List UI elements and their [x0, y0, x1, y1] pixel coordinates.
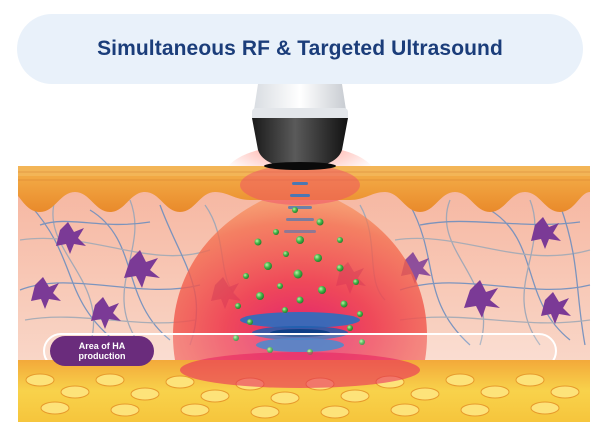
ha-particle-icon [254, 238, 262, 246]
ha-particle-icon [293, 269, 303, 279]
epidermis-layer [18, 166, 590, 212]
fibroblast-cell-icon [31, 277, 61, 309]
fibroblast-cell-icon [124, 250, 160, 288]
ha-particle-icon [277, 283, 283, 289]
ultrasound-applicator-icon [252, 84, 348, 170]
ha-particle-icon [233, 335, 239, 341]
ha-particle-icon [353, 279, 359, 285]
ha-particle-icon [340, 300, 348, 308]
ha-particle-icon [247, 319, 253, 325]
fibroblast-cell-icon [464, 280, 500, 318]
ha-particle-icon [283, 251, 289, 257]
fibroblast-cell-icon [541, 292, 571, 324]
ha-particle-icon [314, 254, 322, 262]
ha-particle-icon [273, 229, 279, 235]
ha-particle-icon [357, 311, 363, 317]
ha-particle-icon [347, 325, 353, 331]
fat-cells [25, 373, 580, 419]
ha-particle-icon [292, 207, 298, 213]
fibroblast-cell-icon [531, 217, 561, 249]
ha-particle-icon [359, 339, 365, 345]
page-title: Simultaneous RF & Targeted Ultrasound [97, 37, 503, 60]
ultrasound-focal-point [240, 312, 360, 352]
title-banner: Simultaneous RF & Targeted Ultrasound [17, 14, 583, 84]
ha-particle-icon [243, 273, 249, 279]
fibroblast-cell-icon [56, 222, 86, 254]
ha-production-label: Area of HA production [50, 336, 154, 366]
ha-particle-icon [296, 236, 304, 244]
ha-particle-icon [264, 262, 272, 270]
ha-label-line-1: Area of HA [78, 341, 126, 351]
ha-particle-icon [282, 307, 288, 313]
fibroblast-cell-icon [401, 252, 431, 284]
fibroblast-cell-icon [91, 297, 121, 329]
ha-particles [233, 207, 365, 355]
ha-particle-icon [336, 264, 344, 272]
ha-particle-icon [267, 347, 273, 353]
ha-particle-icon [235, 303, 241, 309]
stratum-corneum [18, 166, 590, 176]
ha-particle-icon [316, 218, 324, 226]
ha-label-line-2: production [78, 351, 126, 361]
ha-particle-icon [337, 237, 343, 243]
ha-particle-icon [256, 292, 264, 300]
ultrasound-waves [284, 182, 316, 233]
ha-particle-icon [296, 296, 304, 304]
ha-particle-icon [318, 286, 326, 294]
